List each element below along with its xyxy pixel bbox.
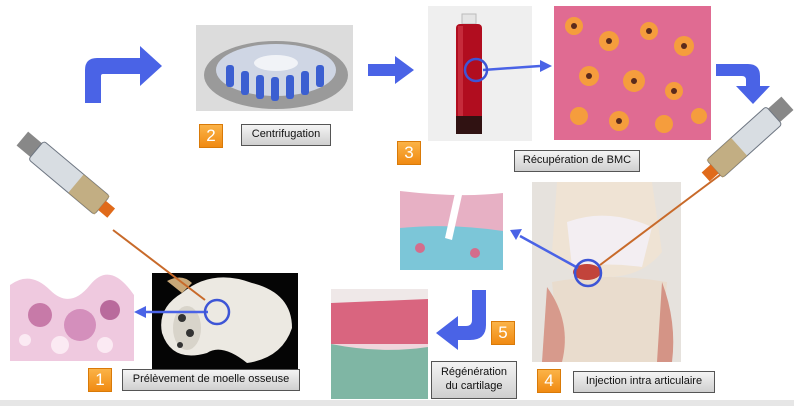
curved-arrow-down-left-icon xyxy=(436,290,486,350)
thin-arrow-head-pelvis-icon xyxy=(134,306,146,318)
step-2-badge: 2 xyxy=(199,124,223,148)
histology-photo-bone-marrow xyxy=(10,265,134,361)
step-5-label-line2: du cartilage xyxy=(445,380,503,392)
step-3-label: Récupération de BMC xyxy=(514,150,640,172)
cartilage-histology-top xyxy=(400,183,503,270)
step-2-label: Centrifugation xyxy=(241,124,331,146)
step-5-label-line1: Régénération xyxy=(440,366,508,379)
step-4-badge: 4 xyxy=(537,369,561,393)
bmc-syringe-photo xyxy=(428,6,532,141)
step-4-label: Injection intra articulaire xyxy=(573,371,715,393)
pelvis-bone-photo xyxy=(152,273,298,369)
step-5-badge: 5 xyxy=(491,321,515,345)
thin-arrow-head-bmc-icon xyxy=(540,60,552,72)
step-1-label: Prélèvement de moelle osseuse xyxy=(122,369,300,391)
bmc-cells-microscopy xyxy=(554,6,711,140)
curved-arrow-down-right-icon xyxy=(716,64,770,104)
curved-arrow-up-right-icon xyxy=(85,46,162,103)
cartilage-histology-bottom xyxy=(331,289,428,399)
step-3-badge: 3 xyxy=(397,141,421,165)
centrifuge-photo xyxy=(196,25,353,111)
step-5-label: Régénération du cartilage xyxy=(431,361,517,399)
knee-joint-photo xyxy=(532,182,681,362)
step-1-badge: 1 xyxy=(88,368,112,392)
thin-arrow-head-knee-icon xyxy=(510,229,522,240)
arrow-right-icon xyxy=(368,56,414,84)
footer-bar xyxy=(0,400,794,406)
